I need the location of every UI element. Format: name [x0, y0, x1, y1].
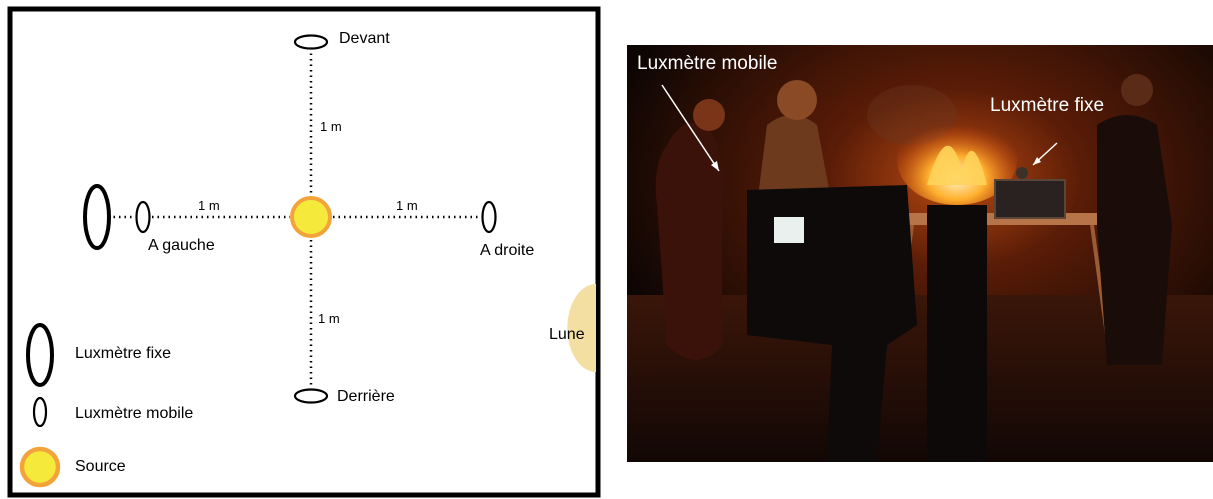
photo-scene	[627, 45, 1213, 462]
fixed-meter-box	[994, 179, 1066, 219]
distance-back: 1 m	[318, 311, 340, 326]
camera-device	[747, 185, 917, 462]
mobile-meter-front	[293, 34, 329, 50]
distance-right: 1 m	[396, 198, 418, 213]
photo-label-mobile-meter: Luxmètre mobile	[637, 53, 778, 74]
legend-fixed-meter-icon	[26, 323, 54, 387]
label-front: Devant	[339, 30, 390, 47]
legend-source-label: Source	[75, 458, 126, 475]
mobile-meter-back	[293, 388, 329, 404]
mobile-meter-right	[481, 200, 497, 234]
legend: Luxmètre fixe Luxmètre mobile Source	[19, 323, 193, 488]
mobile-meter-left	[135, 200, 151, 234]
legend-mobile-meter-label: Luxmètre mobile	[75, 405, 193, 422]
distance-left: 1 m	[198, 198, 220, 213]
moon-shape	[567, 284, 596, 373]
field-photo: Luxmètre mobile Luxmètre fixe	[627, 45, 1213, 462]
source-circle	[290, 196, 332, 238]
moon-label: Lune	[549, 326, 585, 343]
measurement-diagram: Lune Devant Derrière A gauche A droite 1…	[7, 6, 601, 498]
legend-fixed-meter-label: Luxmètre fixe	[75, 345, 171, 362]
legend-source-icon	[19, 446, 61, 488]
fixed-meter	[83, 184, 111, 250]
person-left	[655, 122, 723, 360]
distance-front: 1 m	[320, 119, 342, 134]
person-right	[1097, 115, 1172, 365]
label-back: Derrière	[337, 388, 395, 405]
legend-mobile-meter-icon	[32, 396, 48, 428]
photo-label-fixed-meter: Luxmètre fixe	[990, 95, 1105, 116]
label-right: A droite	[480, 242, 534, 259]
diagram-frame	[7, 6, 601, 498]
label-left: A gauche	[148, 237, 215, 254]
camera-screen	[774, 217, 804, 243]
arrow-mobile-meter	[661, 84, 720, 172]
